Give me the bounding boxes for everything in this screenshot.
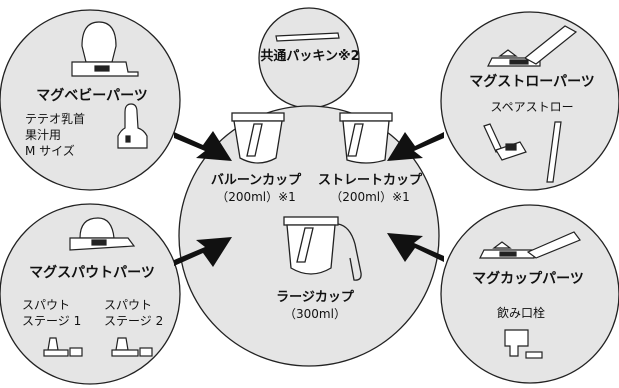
arrow-magubaby (174, 131, 232, 161)
arrow-magspout (174, 237, 232, 267)
magcup-title: マグカップパーツ (472, 271, 584, 287)
magubaby-line-2: 果汁用 (25, 128, 62, 142)
magspout-stage1-line-2: ステージ 1 (22, 314, 82, 328)
packing-ring-icon (275, 32, 340, 42)
balloon-cup-size: （200ml）※1 (216, 190, 296, 204)
circle-magspout (0, 203, 181, 385)
straight-cup-size: （200ml）※1 (330, 190, 410, 204)
cup-plug-icon (504, 329, 543, 359)
spout-lid-icon (69, 217, 136, 251)
magubaby-line-1: テテオ乳首 (25, 112, 86, 126)
magspout-stage2-line-2: ステージ 2 (104, 314, 164, 328)
balloon-cup-icon (231, 112, 285, 164)
straight-cup-icon (339, 112, 393, 164)
packing-title: 共通パッキン※2 (260, 49, 360, 64)
magustraw-caption: スペアストロー (490, 100, 574, 114)
magubaby-title: マグベビーパーツ (36, 88, 148, 104)
magcup-caption: 飲み口栓 (496, 306, 546, 320)
magspout-stage1-line-1: スパウト (22, 298, 71, 312)
circle-magustraw (440, 11, 619, 191)
cup-lid-icon (479, 231, 581, 259)
spare-straw-icon (483, 121, 562, 183)
large-cup-icon (283, 216, 362, 281)
balloon-cup-name: バルーンカップ (210, 173, 302, 188)
baby-teat-icon (117, 103, 148, 149)
baby-nipple-lid-icon (71, 21, 139, 77)
large-cup-size: （300ml） (284, 307, 346, 321)
magubaby-line-3: M サイズ (25, 144, 75, 158)
magustraw-title: マグストローパーツ (469, 74, 595, 90)
magspout-title: マグスパウトパーツ (29, 265, 155, 281)
arrow-magcup (387, 233, 444, 262)
straw-lid-icon (487, 25, 578, 67)
large-cup-name: ラージカップ (276, 290, 354, 305)
spout-stage1-icon (43, 337, 83, 357)
straight-cup-name: ストレートカップ (317, 173, 423, 188)
magspout-stage2-line-1: スパウト (104, 298, 153, 312)
spout-stage2-icon (111, 337, 153, 357)
arrow-magustraw (387, 132, 444, 161)
